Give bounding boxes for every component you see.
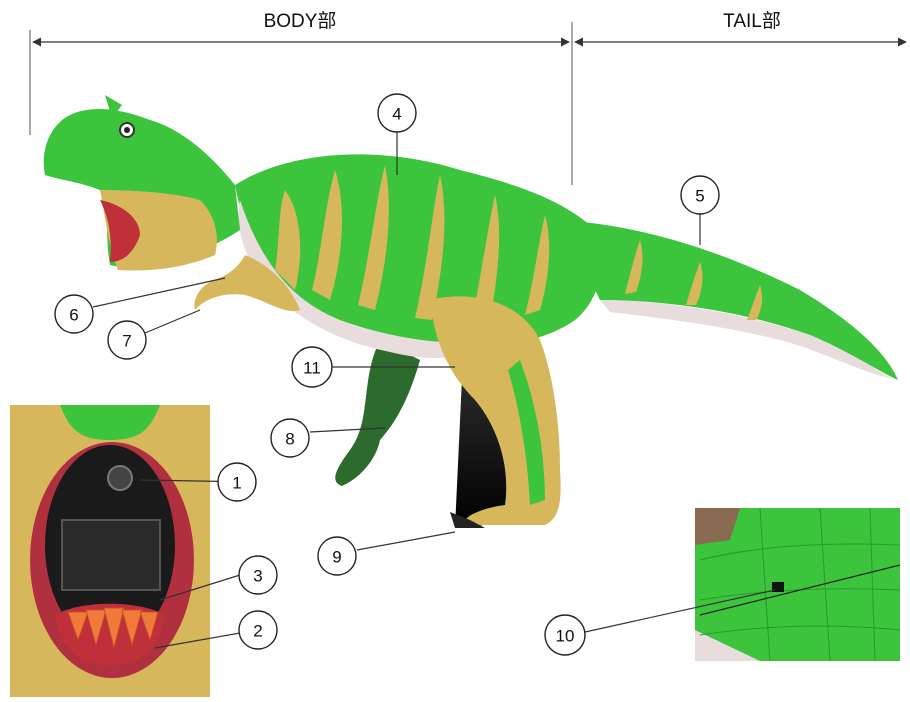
pupil <box>124 127 130 133</box>
mouth-inset <box>10 405 210 697</box>
callout-5-number: 5 <box>695 187 704 206</box>
callout-3-number: 3 <box>253 567 262 586</box>
mouth-inset-mechanism <box>62 520 160 590</box>
callout-7-number: 7 <box>122 332 131 351</box>
callout-4: 4 <box>378 94 416 132</box>
callout-1-number: 1 <box>232 474 241 493</box>
callout-9: 9 <box>318 537 356 575</box>
callout-3: 3 <box>239 556 277 594</box>
far-leg <box>335 340 420 486</box>
callout-2: 2 <box>239 611 277 649</box>
body-section-label: BODY部 <box>264 10 337 32</box>
callout-10: 10 <box>545 615 585 655</box>
tail-inset <box>695 508 900 661</box>
callout-9-number: 9 <box>332 548 341 567</box>
callout-1: 1 <box>218 463 256 501</box>
tail-section-label: TAIL部 <box>723 10 781 32</box>
mouth-inset-sensor <box>108 466 132 490</box>
callout-8: 8 <box>271 419 309 457</box>
callout-6: 6 <box>55 295 93 333</box>
callout-10-number: 10 <box>556 627 575 646</box>
callout-11: 11 <box>292 347 332 387</box>
callout-5: 5 <box>681 176 719 214</box>
callout-4-number: 4 <box>392 105 401 124</box>
leader-9 <box>357 532 455 550</box>
callout-7: 7 <box>108 321 146 359</box>
callout-8-number: 8 <box>285 430 294 449</box>
callout-2-number: 2 <box>253 622 262 641</box>
callout-11-number: 11 <box>303 359 321 378</box>
leader-7 <box>145 310 200 333</box>
callout-6-number: 6 <box>69 306 78 325</box>
